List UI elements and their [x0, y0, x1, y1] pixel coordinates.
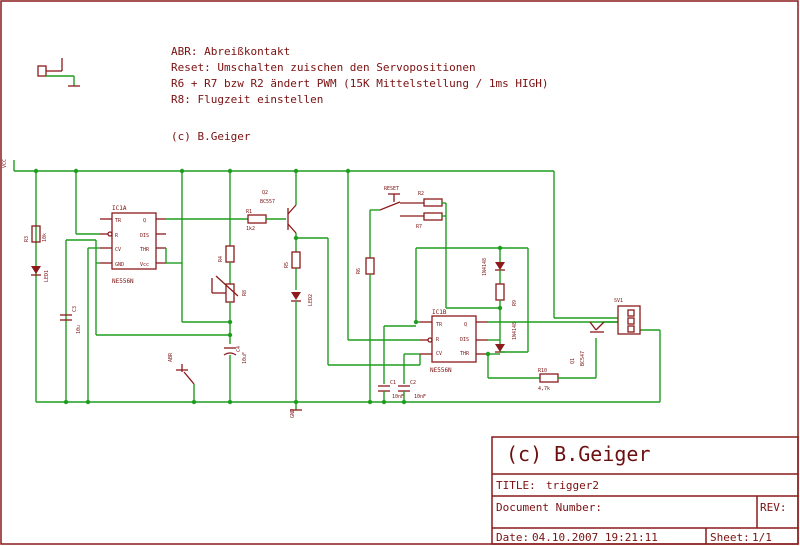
svg-text:SV1: SV1 [614, 298, 623, 304]
document-number-label: Document Number: [496, 501, 602, 514]
rev-label: REV: [760, 501, 787, 514]
svg-text:TR: TR [115, 218, 122, 224]
svg-text:1N4148: 1N4148 [482, 258, 488, 276]
svg-text:R9: R9 [512, 300, 518, 306]
svg-text:R10: R10 [538, 368, 547, 374]
svg-text:NE556N: NE556N [430, 367, 452, 374]
sv1-connector: SV1 [614, 298, 641, 335]
svg-text:R7: R7 [416, 224, 422, 230]
junctions [33, 168, 503, 405]
svg-text:DIS: DIS [460, 337, 469, 343]
r6-resistor: R6 [356, 257, 375, 275]
svg-text:R: R [436, 337, 440, 343]
svg-text:C4: C4 [236, 346, 242, 352]
note-abr: ABR: Abreißkontakt [171, 45, 290, 58]
svg-text:1k2: 1k2 [246, 226, 255, 232]
vcc-label: VCC [2, 159, 8, 168]
note-reset: Reset: Umschalten zuischen den Servoposi… [171, 61, 476, 74]
r1-resistor: R1 1k2 [246, 209, 267, 232]
sheet-value: 1/1 [752, 531, 772, 544]
svg-text:R1: R1 [246, 209, 252, 215]
svg-text:DIS: DIS [140, 233, 149, 239]
ic1a: IC1A NE556N TR R CV GND Q DIS THR Vcc [100, 205, 166, 285]
svg-text:GND: GND [115, 262, 124, 268]
svg-text:R4: R4 [218, 256, 224, 262]
r2-resistor: R2 [418, 191, 443, 207]
date-value: 04.10.2007 19:21:11 [532, 531, 658, 544]
svg-text:R5: R5 [284, 262, 290, 268]
svg-text:THR: THR [140, 247, 150, 253]
svg-text:R3: R3 [24, 236, 30, 242]
svg-text:Vcc: Vcc [140, 262, 149, 268]
ic1b: IC1B NE556N TR R CV Q DIS THR [420, 309, 488, 374]
r3-resistor: R3 10k [24, 225, 48, 243]
r10-resistor: R10 4,7k [538, 368, 559, 392]
svg-text:R6: R6 [356, 268, 362, 274]
supply-symbol [37, 58, 80, 87]
date-label: Date: [496, 531, 529, 544]
led1: LED1 [31, 266, 50, 282]
reset-switch: RESET [379, 186, 401, 211]
title-block: (c) B.Geiger TITLE: trigger2 Document Nu… [491, 436, 799, 545]
svg-text:1N4148: 1N4148 [512, 322, 518, 340]
gnd-rail: GND [36, 329, 661, 418]
title-block-heading: (c) B.Geiger [506, 442, 651, 466]
d2-diode: 1N4148 [495, 322, 518, 353]
svg-text:BC557: BC557 [260, 199, 275, 205]
sheet-label: Sheet: [710, 531, 750, 544]
svg-text:CV: CV [436, 351, 442, 357]
note-copyright: (c) B.Geiger [171, 130, 251, 143]
svg-text:Q: Q [464, 322, 467, 328]
svg-text:IC1A: IC1A [112, 205, 127, 212]
q2-transistor: Q2 BC557 [260, 190, 297, 234]
gnd-label: GND [290, 409, 296, 418]
note-r8: R8: Flugzeit einstellen [171, 93, 323, 106]
svg-text:RESET: RESET [384, 186, 399, 192]
svg-text:C3: C3 [72, 306, 78, 312]
svg-text:Q2: Q2 [262, 190, 268, 196]
c3-capacitor: C3 10u [60, 306, 82, 334]
q1-transistor: Q1 BC547 [570, 321, 605, 366]
d1-diode: 1N4148 [482, 258, 505, 276]
svg-text:TR: TR [436, 322, 443, 328]
svg-text:THR: THR [460, 351, 470, 357]
svg-text:R8: R8 [242, 290, 248, 296]
svg-text:10nF: 10nF [414, 394, 426, 400]
c4-capacitor: C4 10uF [223, 346, 248, 364]
r4-resistor: R4 [218, 245, 235, 263]
svg-text:10uF: 10uF [242, 352, 248, 364]
led2: LED2 [291, 292, 314, 306]
note-pwm: R6 + R7 bzw R2 ändert PWM (15K Mittelste… [171, 77, 549, 90]
svg-text:10k: 10k [42, 233, 48, 242]
abr-switch: ABR [168, 352, 195, 385]
vcc-rail: VCC [2, 159, 618, 319]
svg-text:CV: CV [115, 247, 121, 253]
svg-text:C1: C1 [390, 380, 396, 386]
c1-capacitor: C1 10nF [378, 380, 404, 400]
svg-text:IC1B: IC1B [432, 309, 447, 316]
svg-text:ABR: ABR [168, 352, 174, 362]
svg-text:Q: Q [143, 218, 146, 224]
svg-text:R2: R2 [418, 191, 424, 197]
svg-text:LED2: LED2 [308, 294, 314, 306]
title-label: TITLE: [496, 479, 536, 492]
svg-text:4,7k: 4,7k [538, 386, 550, 392]
title-value: trigger2 [546, 479, 599, 492]
svg-text:10u: 10u [76, 325, 82, 334]
svg-text:10nF: 10nF [392, 394, 404, 400]
svg-text:R: R [115, 233, 119, 239]
svg-text:LED1: LED1 [44, 270, 50, 282]
svg-text:BC547: BC547 [580, 351, 586, 366]
svg-text:NE556N: NE556N [112, 278, 134, 285]
svg-text:Q1: Q1 [570, 358, 576, 364]
r5-resistor: R5 [284, 251, 301, 269]
svg-text:C2: C2 [410, 380, 416, 386]
